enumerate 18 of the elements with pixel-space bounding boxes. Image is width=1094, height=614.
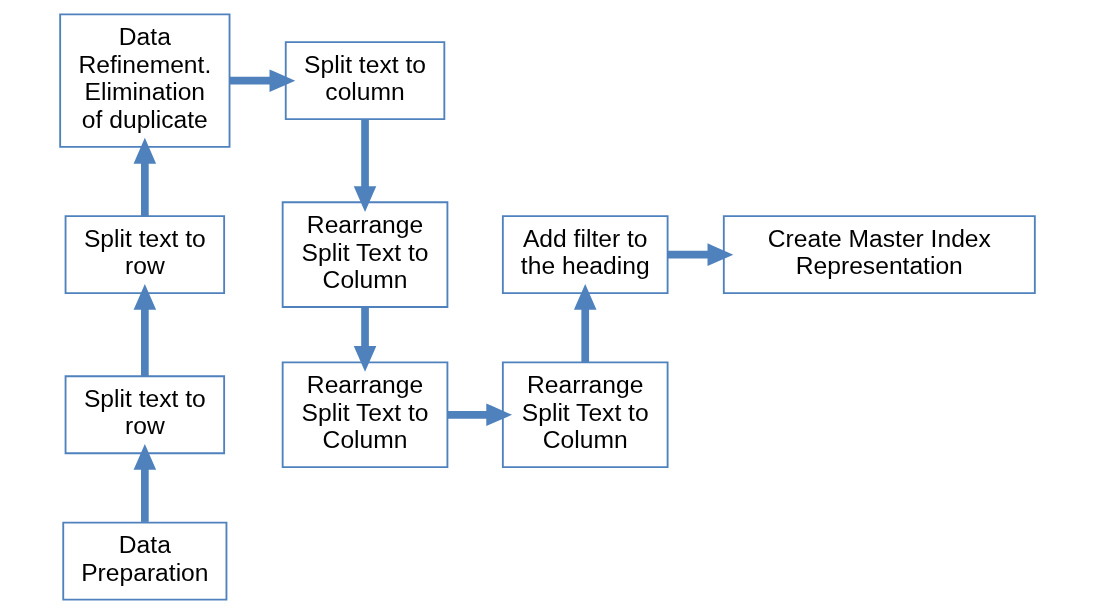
- node-box: Split text to column: [284, 41, 445, 121]
- arrow: [447, 403, 512, 427]
- arrow: [353, 307, 376, 372]
- node-box: Split text to row: [64, 375, 225, 455]
- arrow: [667, 243, 733, 266]
- arrow: [353, 119, 376, 212]
- node-box: Data Preparation: [61, 521, 227, 601]
- node-box: Split text to row: [64, 215, 225, 295]
- node-box: Rearrange Split Text to Column: [281, 201, 448, 308]
- node-box: Rearrange Split Text to Column: [281, 361, 448, 469]
- arrow: [229, 69, 295, 92]
- node-box: Add filter to the heading: [501, 215, 669, 295]
- arrow: [573, 283, 596, 363]
- node-box: Rearrange Split Text to Column: [501, 361, 669, 469]
- arrow: [133, 284, 156, 377]
- node-box: Create Master Index Representation: [722, 215, 1036, 295]
- arrow: [133, 137, 156, 216]
- node-box: Data Refinement. Elimination of duplicate: [58, 13, 230, 148]
